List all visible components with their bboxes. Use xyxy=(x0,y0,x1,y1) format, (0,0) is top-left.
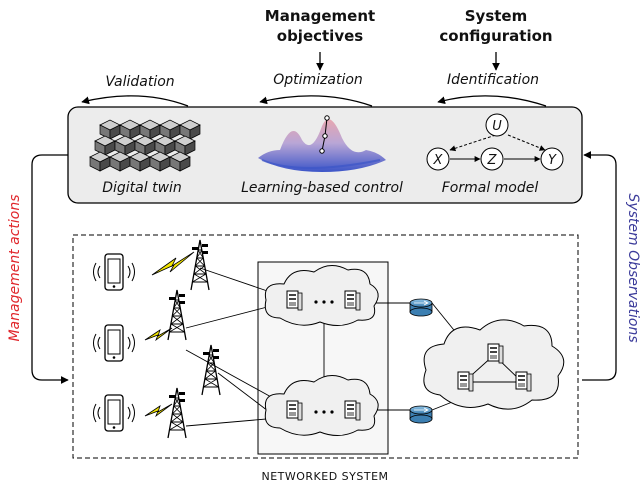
cloud-top xyxy=(264,265,379,326)
optimization-arc xyxy=(259,95,373,107)
node-x-label: X xyxy=(433,153,444,168)
cell-tower-3 xyxy=(201,344,221,396)
wireless-links xyxy=(144,251,195,418)
node-z xyxy=(480,147,504,171)
system-configuration-label: System configuration xyxy=(439,7,552,45)
router-bottom xyxy=(409,405,433,424)
identification-label: Identification xyxy=(447,72,539,88)
optimization-label: Optimization xyxy=(273,72,363,88)
system-observations-label: System Observations xyxy=(625,193,641,342)
mobile-device-3 xyxy=(92,394,136,432)
validation-label: Validation xyxy=(105,74,174,90)
cell-tower-4 xyxy=(167,387,187,439)
management-objectives-line2: objectives xyxy=(277,27,364,45)
digital-twin-graphic xyxy=(89,119,201,172)
mobile-device-2 xyxy=(92,324,136,362)
optimization-surface-graphic xyxy=(258,115,386,172)
management-objectives-line1: Management xyxy=(265,7,375,25)
management-objectives-label: Management objectives xyxy=(265,7,375,45)
identification-arc xyxy=(437,95,547,107)
node-u xyxy=(485,113,509,137)
networked-system-label: NETWORKED SYSTEM xyxy=(261,470,388,483)
management-actions-label: Management actions xyxy=(7,194,23,341)
node-y xyxy=(540,147,564,171)
router-top xyxy=(409,298,433,317)
digital-twin-label: Digital twin xyxy=(102,180,182,196)
node-x xyxy=(426,147,450,171)
system-observations-loop xyxy=(582,151,617,381)
node-u-label: U xyxy=(492,119,502,134)
validation-arc xyxy=(81,95,189,107)
cloud-right xyxy=(423,319,565,410)
learning-control-label: Learning-based control xyxy=(241,180,403,196)
node-z-label: Z xyxy=(487,153,498,168)
formal-model-graphic: U X Z Y xyxy=(426,113,564,171)
system-configuration-line1: System xyxy=(465,7,527,25)
formal-model-label: Formal model xyxy=(442,180,539,196)
cell-tower-2 xyxy=(167,289,187,341)
mobile-device-1 xyxy=(92,253,136,291)
management-actions-loop xyxy=(31,154,69,384)
system-configuration-line2: configuration xyxy=(439,27,552,45)
networked-system-box xyxy=(72,234,579,459)
cell-tower-1 xyxy=(190,239,210,291)
cloud-bottom xyxy=(264,375,379,436)
node-y-label: Y xyxy=(548,153,557,168)
